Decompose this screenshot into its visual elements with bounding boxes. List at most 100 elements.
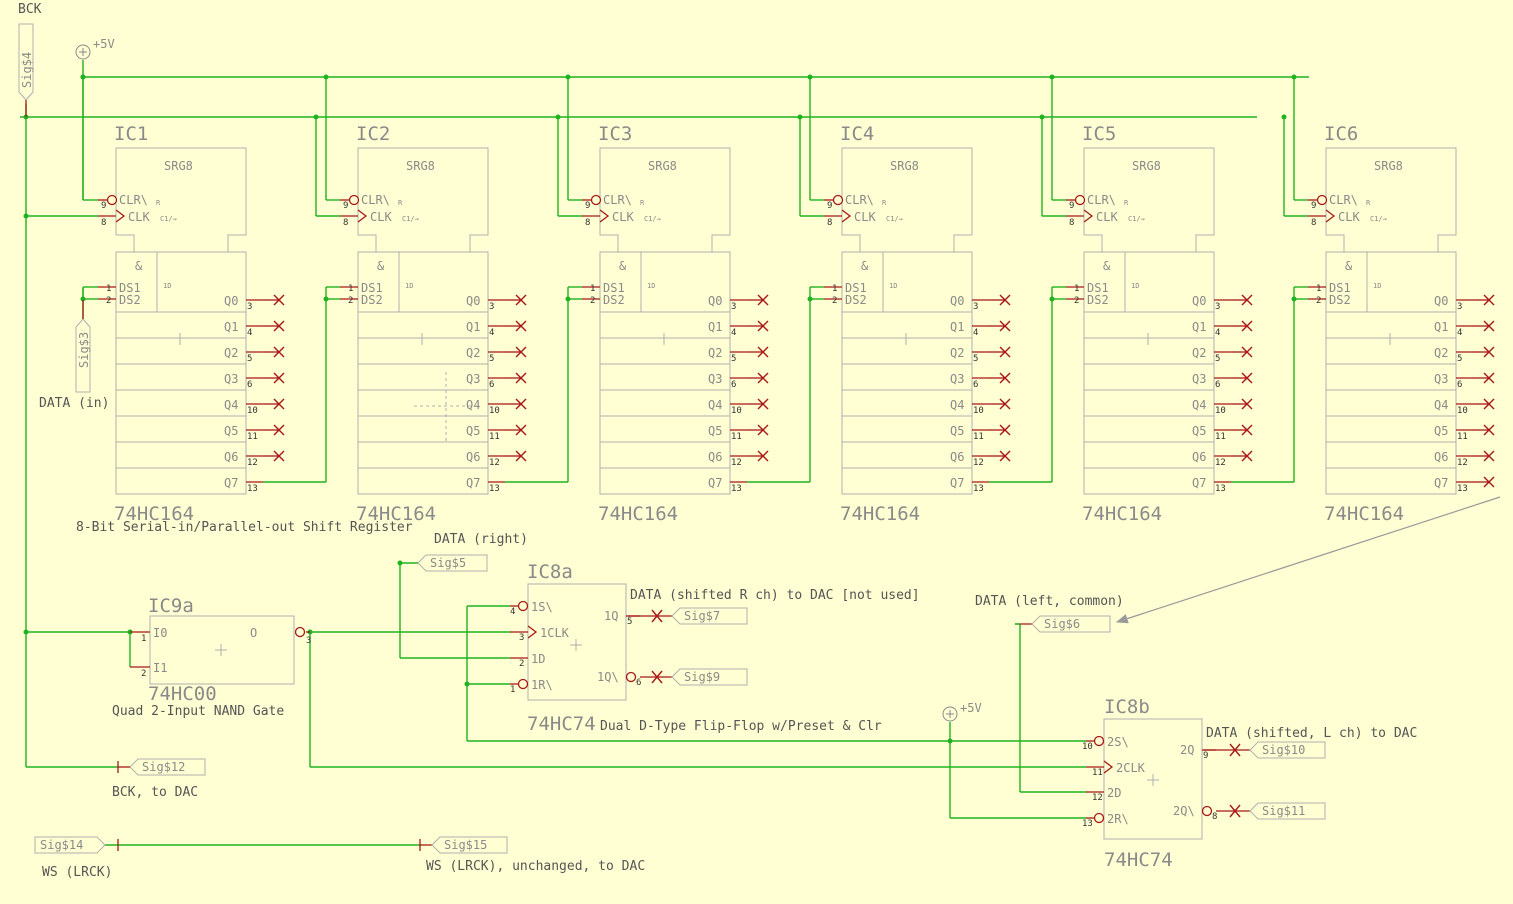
svg-text:I0: I0	[153, 626, 167, 640]
svg-text:Sig$4: Sig$4	[20, 52, 34, 88]
signal-tag-sig9: Sig$9	[640, 668, 748, 686]
svg-text:13: 13	[731, 484, 742, 494]
svg-text:9: 9	[585, 201, 590, 211]
svg-text:&: &	[861, 259, 869, 273]
signal-tag-sig3: Sig$3	[75, 300, 91, 393]
svg-text:DS2: DS2	[119, 293, 141, 307]
svg-text:Q2: Q2	[224, 346, 238, 360]
svg-text:1R\: 1R\	[531, 678, 553, 692]
svg-text:O: O	[250, 626, 257, 640]
wires	[20, 60, 1309, 846]
svg-text:2S\: 2S\	[1107, 735, 1129, 749]
signal-tag-sig6: Sig$6	[1015, 615, 1111, 633]
svg-text:Q1: Q1	[224, 320, 238, 334]
caption-nand-desc: Quad 2-Input NAND Gate	[112, 704, 284, 719]
svg-text:IC3: IC3	[598, 123, 632, 145]
svg-text:74HC74: 74HC74	[1104, 849, 1173, 871]
flip-flop-ic8a: IC8a 4 3 2 1 5 6 1S\ 1CLK 1D 1R\ 1Q 1Q\ …	[510, 561, 641, 735]
svg-text:2R\: 2R\	[1107, 812, 1129, 826]
caption-data-left: DATA (left, common)	[975, 594, 1124, 609]
svg-text:1: 1	[832, 284, 837, 294]
svg-text:12: 12	[731, 458, 742, 468]
svg-text:8: 8	[827, 218, 832, 228]
svg-text:11: 11	[247, 432, 258, 442]
svg-text:11: 11	[489, 432, 500, 442]
svg-text:8: 8	[343, 218, 348, 228]
signal-tag-sig15: Sig$15	[419, 836, 508, 854]
signal-tag-sig12: Sig$12	[117, 758, 206, 776]
svg-text:CLR\: CLR\	[361, 193, 390, 207]
power-label: +5V	[960, 701, 982, 715]
svg-text:3: 3	[1215, 302, 1220, 312]
svg-text:13: 13	[973, 484, 984, 494]
svg-text:Q0: Q0	[466, 294, 480, 308]
svg-text:IC6: IC6	[1324, 123, 1358, 145]
svg-text:5: 5	[731, 354, 736, 364]
svg-text:Q3: Q3	[1192, 372, 1206, 386]
svg-text:Q7: Q7	[1192, 476, 1206, 490]
svg-text:5: 5	[1457, 354, 1462, 364]
svg-text:8: 8	[1311, 218, 1316, 228]
svg-text:Q1: Q1	[1434, 320, 1448, 334]
svg-text:R: R	[156, 199, 161, 207]
svg-text:Sig$3: Sig$3	[77, 332, 91, 368]
svg-text:1: 1	[590, 284, 595, 294]
svg-text:1D: 1D	[889, 282, 897, 290]
ic2-dashed-marker	[414, 372, 478, 442]
svg-text:CLR\: CLR\	[119, 193, 148, 207]
svg-text:CLR\: CLR\	[1087, 193, 1116, 207]
svg-text:Q7: Q7	[950, 476, 964, 490]
svg-text:Sig$15: Sig$15	[444, 838, 487, 852]
svg-text:9: 9	[101, 201, 106, 211]
svg-text:CLK: CLK	[1338, 210, 1360, 224]
svg-text:Q3: Q3	[466, 372, 480, 386]
svg-text:Q5: Q5	[708, 424, 722, 438]
svg-text:6: 6	[489, 380, 494, 390]
svg-text:Q7: Q7	[708, 476, 722, 490]
svg-text:9: 9	[1069, 201, 1074, 211]
svg-text:SRG8: SRG8	[164, 159, 193, 173]
svg-text:Q2: Q2	[466, 346, 480, 360]
svg-text:10: 10	[1215, 406, 1226, 416]
svg-text:2: 2	[106, 296, 111, 306]
svg-text:Q1: Q1	[950, 320, 964, 334]
svg-text:3: 3	[489, 302, 494, 312]
svg-text:IC8a: IC8a	[527, 561, 573, 583]
svg-text:74HC164: 74HC164	[840, 503, 920, 525]
svg-text:CLK: CLK	[370, 210, 392, 224]
power-label: +5V	[93, 37, 115, 51]
svg-text:1: 1	[106, 284, 111, 294]
caption-ws-in: WS (LRCK)	[42, 865, 112, 880]
svg-text:SRG8: SRG8	[406, 159, 435, 173]
signal-tag-sig7: Sig$7	[628, 607, 748, 625]
svg-text:CLR\: CLR\	[845, 193, 874, 207]
svg-text:SRG8: SRG8	[1374, 159, 1403, 173]
svg-text:&: &	[1103, 259, 1111, 273]
svg-text:Q1: Q1	[466, 320, 480, 334]
svg-text:1D: 1D	[163, 282, 171, 290]
svg-text:1CLK: 1CLK	[540, 626, 570, 640]
svg-text:Sig$12: Sig$12	[142, 760, 185, 774]
svg-text:Q0: Q0	[1434, 294, 1448, 308]
svg-text:12: 12	[1215, 458, 1226, 468]
signal-tag-sig10: Sig$10	[1204, 741, 1326, 759]
svg-text:1: 1	[1316, 284, 1321, 294]
svg-text:CLK: CLK	[854, 210, 876, 224]
svg-text:6: 6	[973, 380, 978, 390]
svg-text:IC1: IC1	[114, 123, 148, 145]
svg-text:Q6: Q6	[466, 450, 480, 464]
svg-text:4: 4	[247, 328, 252, 338]
svg-text:2CLK: 2CLK	[1116, 761, 1146, 775]
svg-text:11: 11	[1092, 768, 1103, 778]
svg-text:CLK: CLK	[1096, 210, 1118, 224]
svg-text:CLR\: CLR\	[603, 193, 632, 207]
svg-text:Q6: Q6	[1192, 450, 1206, 464]
svg-text:R: R	[1366, 199, 1371, 207]
svg-text:11: 11	[973, 432, 984, 442]
svg-text:Q5: Q5	[1434, 424, 1448, 438]
svg-text:10: 10	[731, 406, 742, 416]
svg-text:4: 4	[510, 607, 515, 617]
